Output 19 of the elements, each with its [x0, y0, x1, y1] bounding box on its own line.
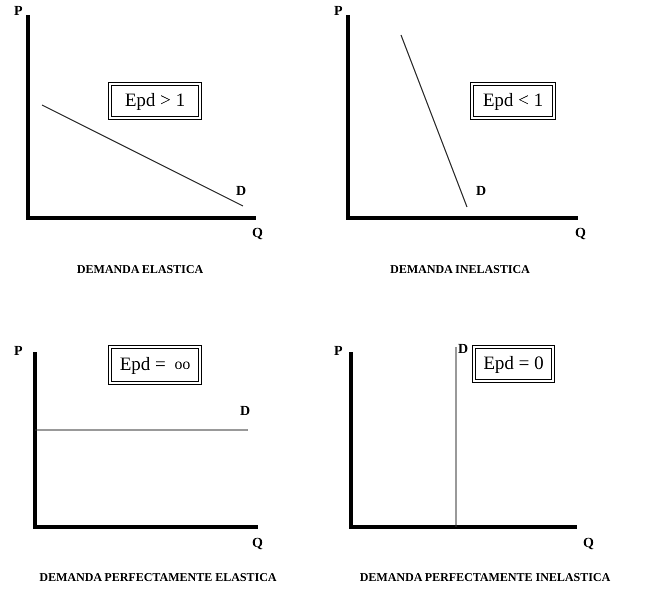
axis-label: P: [334, 4, 343, 20]
elasticity-box: Epd < 1: [470, 82, 556, 120]
curve-label: D: [476, 184, 486, 200]
axis-label: Q: [252, 536, 263, 552]
chart-caption: DEMANDA PERFECTAMENTE INELASTICA: [360, 570, 610, 585]
axis-label: Q: [252, 226, 263, 242]
elasticity-box: Epd > 1: [108, 82, 202, 120]
axis-label: P: [14, 344, 23, 360]
axis-label: Q: [575, 226, 586, 242]
curve-label: D: [240, 404, 250, 420]
axis-label: P: [14, 4, 23, 20]
chart-caption: DEMANDA INELASTICA: [390, 262, 530, 277]
curve-label: D: [236, 184, 246, 200]
chart-caption: DEMANDA PERFECTAMENTE ELASTICA: [39, 570, 277, 585]
elasticity-box: Epd = 0: [472, 345, 555, 383]
curve-label: D: [458, 342, 468, 358]
chart-caption: DEMANDA ELASTICA: [76, 262, 204, 277]
axis-label: P: [334, 344, 343, 360]
axis-label: Q: [583, 536, 594, 552]
